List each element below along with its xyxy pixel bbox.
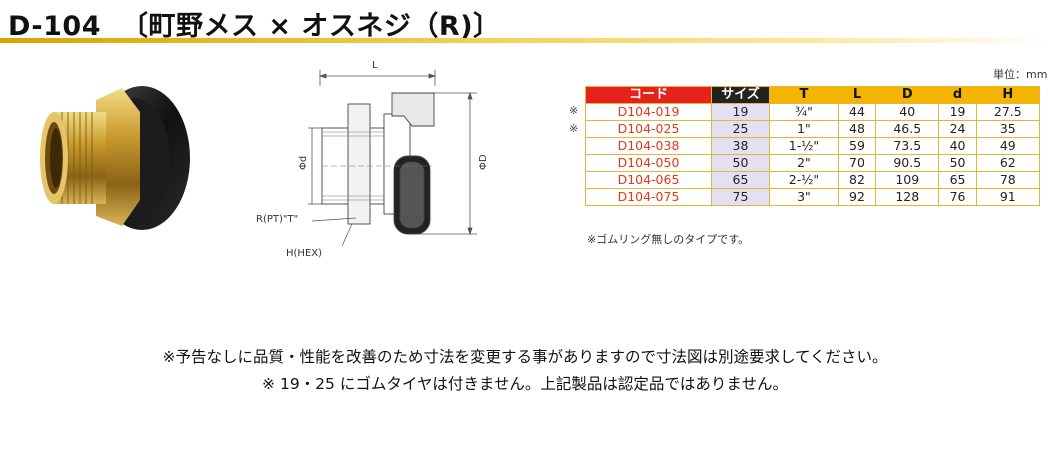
cell-L: 92 — [837, 188, 877, 206]
table-row: D104-019 19 ¾" 44 40 19 27.5 — [585, 103, 1041, 121]
col-header-T: T — [769, 86, 839, 104]
cell-T: ¾" — [769, 103, 839, 121]
dim-L-label: L — [372, 60, 378, 71]
cell-H: 91 — [975, 188, 1041, 206]
cell-L: 44 — [837, 103, 877, 121]
cell-size: 50 — [711, 154, 770, 172]
table-header-row: コード サイズ T L D d H — [585, 86, 1041, 104]
col-header-D: D — [875, 86, 940, 104]
table-row: D104-050 50 2" 70 90.5 50 62 — [585, 154, 1041, 172]
cell-L: 82 — [837, 171, 877, 189]
cell-D: 128 — [875, 188, 940, 206]
spec-table: コード サイズ T L D d H D104-019 19 ¾" 44 40 1… — [585, 86, 1041, 206]
cell-H: 49 — [975, 137, 1041, 155]
product-subtitle: 〔町野メス × オスネジ（R)〕 — [120, 11, 501, 42]
title-underline — [0, 38, 1050, 43]
cell-T: 2-½" — [769, 171, 839, 189]
cell-D: 109 — [875, 171, 940, 189]
cell-code: D104-038 — [585, 137, 712, 155]
cell-code: D104-050 — [585, 154, 712, 172]
col-header-d: d — [938, 86, 977, 104]
table-row: D104-038 38 1-½" 59 73.5 40 49 — [585, 137, 1041, 155]
thread-label: R(PT)"T" — [256, 214, 298, 225]
cell-D: 40 — [875, 103, 940, 121]
cell-L: 48 — [837, 120, 877, 138]
cell-D: 90.5 — [875, 154, 940, 172]
cell-size: 75 — [711, 188, 770, 206]
cell-L: 70 — [837, 154, 877, 172]
cell-size: 19 — [711, 103, 770, 121]
product-code: D-104 — [8, 11, 101, 42]
cell-d: 19 — [938, 103, 977, 121]
table-row: D104-065 65 2-½" 82 109 65 78 — [585, 171, 1041, 189]
col-header-code: コード — [585, 86, 712, 104]
cell-H: 27.5 — [975, 103, 1041, 121]
cell-code: D104-075 — [585, 188, 712, 206]
cell-size: 65 — [711, 171, 770, 189]
table-footnote: ※ゴムリング無しのタイプです。 — [587, 233, 750, 246]
cell-T: 1-½" — [769, 137, 839, 155]
dim-d-label: Φd — [298, 156, 309, 170]
row-mark: ※ — [569, 104, 579, 117]
cell-size: 25 — [711, 120, 770, 138]
col-header-size: サイズ — [711, 86, 770, 104]
cell-T: 1" — [769, 120, 839, 138]
cell-d: 24 — [938, 120, 977, 138]
cell-H: 62 — [975, 154, 1041, 172]
cell-D: 46.5 — [875, 120, 940, 138]
cell-T: 2" — [769, 154, 839, 172]
title-bar: D-104 〔町野メス × オスネジ（R)〕 — [0, 0, 1050, 44]
cell-d: 40 — [938, 137, 977, 155]
notice-line-2: ※ 19・25 にゴムタイヤは付きません。上記製品は認定品ではありません。 — [262, 375, 788, 393]
table-row: D104-025 25 1" 48 46.5 24 35 — [585, 120, 1041, 138]
product-photo — [40, 86, 190, 230]
cell-code: D104-065 — [585, 171, 712, 189]
col-header-H: H — [975, 86, 1041, 104]
dim-D-label: ΦD — [478, 154, 489, 170]
notice-line-1: ※予告なしに品質・性能を改善のため寸法を変更する事がありますので寸法図は別途要求… — [162, 348, 888, 366]
dimension-drawing: L Φd ΦD R(PT)"T" H(HEX) — [256, 60, 489, 259]
col-header-L: L — [837, 86, 877, 104]
cell-d: 76 — [938, 188, 977, 206]
cell-d: 65 — [938, 171, 977, 189]
cell-D: 73.5 — [875, 137, 940, 155]
table-row: D104-075 75 3" 92 128 76 91 — [585, 188, 1041, 206]
cell-L: 59 — [837, 137, 877, 155]
row-mark: ※ — [569, 122, 579, 135]
cell-T: 3" — [769, 188, 839, 206]
cell-code: D104-025 — [585, 120, 712, 138]
unit-label: 単位：mm — [993, 68, 1048, 81]
cell-H: 78 — [975, 171, 1041, 189]
cell-H: 35 — [975, 120, 1041, 138]
cell-size: 38 — [711, 137, 770, 155]
page-title: D-104 〔町野メス × オスネジ（R)〕 — [8, 4, 501, 43]
cell-d: 50 — [938, 154, 977, 172]
hex-label: H(HEX) — [286, 248, 322, 259]
cell-code: D104-019 — [585, 103, 712, 121]
